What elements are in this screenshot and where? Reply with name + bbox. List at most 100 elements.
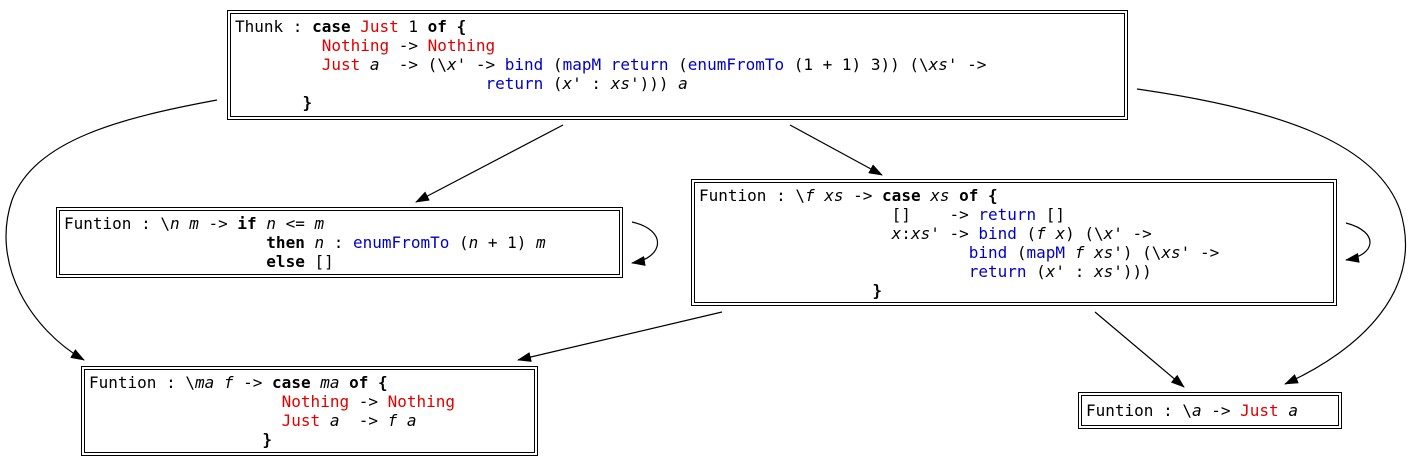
code-text: ' ->: [456, 55, 505, 74]
code-text: ' :: [1055, 262, 1094, 281]
code-line: Funtion : \a -> Just a: [1086, 401, 1298, 420]
code-function: return: [610, 55, 669, 74]
node-mapm: Funtion : \f xs -> case xs of { [] -> re…: [691, 179, 1337, 306]
edge-thunk-mapm: [789, 124, 883, 176]
code-function: mapM: [1026, 243, 1066, 262]
code-variable: ma: [320, 373, 340, 392]
code-text: ' ->: [947, 55, 987, 74]
code-function: bind: [978, 224, 1017, 243]
code-text: [235, 74, 485, 93]
code-line: return (x' : xs'))) a: [235, 74, 986, 93]
code-text: :: [324, 233, 354, 252]
code-variable: xs: [1093, 243, 1114, 262]
code-variable: x: [562, 74, 573, 93]
code-keyword: {: [456, 17, 467, 36]
code-keyword: case: [312, 17, 351, 36]
code-text: [699, 281, 872, 300]
code-text: (: [543, 74, 563, 93]
code-variable: x: [1045, 262, 1056, 281]
code-variable: m: [536, 233, 546, 252]
code-variable: xs: [910, 224, 931, 243]
node-mapm-frame: Funtion : \f xs -> case xs of { [] -> re…: [694, 182, 1334, 303]
code-text: ->: [233, 373, 273, 392]
node-return-frame: Funtion : \a -> Just a: [1081, 395, 1339, 426]
code-function: bind: [504, 55, 544, 74]
code-text: (: [449, 233, 469, 252]
code-line: Just a -> f a: [89, 411, 455, 430]
code-text: [64, 252, 266, 271]
code-text: [601, 55, 611, 74]
code-text: Funtion : \: [699, 186, 805, 205]
node-enumfromto: Funtion : \n m -> if n <= m then n : enu…: [56, 207, 623, 278]
node-return: Funtion : \a -> Just a: [1078, 392, 1342, 429]
code-variable: m: [314, 214, 325, 233]
code-keyword: case: [882, 186, 921, 205]
code-variable: a: [406, 411, 417, 430]
code-text: [368, 373, 378, 392]
code-keyword: {: [988, 186, 998, 205]
code-line: Thunk : case Just 1 of {: [235, 17, 986, 36]
node-thunk: Thunk : case Just 1 of { Nothing -> Noth…: [227, 10, 1128, 120]
code-text: [64, 233, 266, 252]
code-variable: f: [1036, 224, 1046, 243]
code-text: ->: [349, 392, 388, 411]
code-keyword: }: [302, 93, 313, 112]
code-text: [1279, 401, 1289, 420]
code-function: return: [978, 205, 1037, 224]
code-keyword: of: [427, 17, 447, 36]
code-text: [1084, 243, 1094, 262]
code-constructor: Just: [321, 55, 361, 74]
code-variable: x: [1055, 224, 1066, 243]
edge-thunk-bind: [5, 99, 218, 361]
code-keyword: else: [266, 252, 305, 271]
code-text: (: [1016, 224, 1037, 243]
code-variable: x: [1103, 224, 1114, 243]
code-variable: x: [891, 224, 902, 243]
code-text: ') (\: [1113, 243, 1162, 262]
code-text: ' ->: [1113, 224, 1152, 243]
code-variable: a: [1288, 401, 1298, 420]
node-enumfromto-code: Funtion : \n m -> if n <= m then n : enu…: [64, 214, 546, 271]
code-text: :: [901, 224, 911, 243]
code-constructor: Nothing: [387, 392, 456, 411]
node-enumfromto-frame: Funtion : \n m -> if n <= m then n : enu…: [59, 210, 620, 275]
code-text: [360, 55, 370, 74]
code-variable: ma: [194, 373, 215, 392]
code-text: '))): [629, 74, 679, 93]
code-text: [699, 243, 969, 262]
code-text: [89, 430, 262, 449]
node-thunk-code: Thunk : case Just 1 of { Nothing -> Noth…: [235, 17, 986, 112]
code-text: ->: [198, 214, 238, 233]
code-text: Funtion : \: [1086, 401, 1192, 420]
code-text: Funtion : \: [64, 214, 170, 233]
code-text: (1 + 1) 3)) (\: [784, 55, 929, 74]
code-text: -> (\: [379, 55, 447, 74]
node-mapm-code: Funtion : \f xs -> case xs of { [] -> re…: [699, 186, 1219, 300]
code-keyword: if: [237, 214, 257, 233]
edge-thunk-return: [1136, 88, 1406, 385]
edge-enumfromto-self: [631, 221, 659, 266]
code-variable: a: [369, 55, 380, 74]
code-constructor: Just: [281, 411, 321, 430]
code-line: Funtion : \n m -> if n <= m: [64, 214, 546, 233]
code-variable: f: [387, 411, 398, 430]
code-line: Nothing -> Nothing: [235, 36, 986, 55]
code-text: [257, 214, 267, 233]
code-text: []: [304, 252, 334, 271]
code-text: (: [543, 55, 563, 74]
code-variable: f: [1074, 243, 1085, 262]
edge-mapm-return: [1094, 311, 1185, 388]
code-text: [447, 17, 457, 36]
code-variable: xs: [1161, 243, 1181, 262]
code-constructor: Just: [1240, 401, 1279, 420]
code-function: return: [968, 262, 1027, 281]
code-text: ->: [389, 36, 428, 55]
code-constructor: Nothing: [427, 36, 496, 55]
code-function: mapM: [562, 55, 602, 74]
code-text: [180, 214, 190, 233]
code-text: ' :: [572, 74, 611, 93]
code-variable: n: [468, 233, 479, 252]
code-constructor: Nothing: [281, 392, 350, 411]
code-text: 1: [398, 17, 428, 36]
